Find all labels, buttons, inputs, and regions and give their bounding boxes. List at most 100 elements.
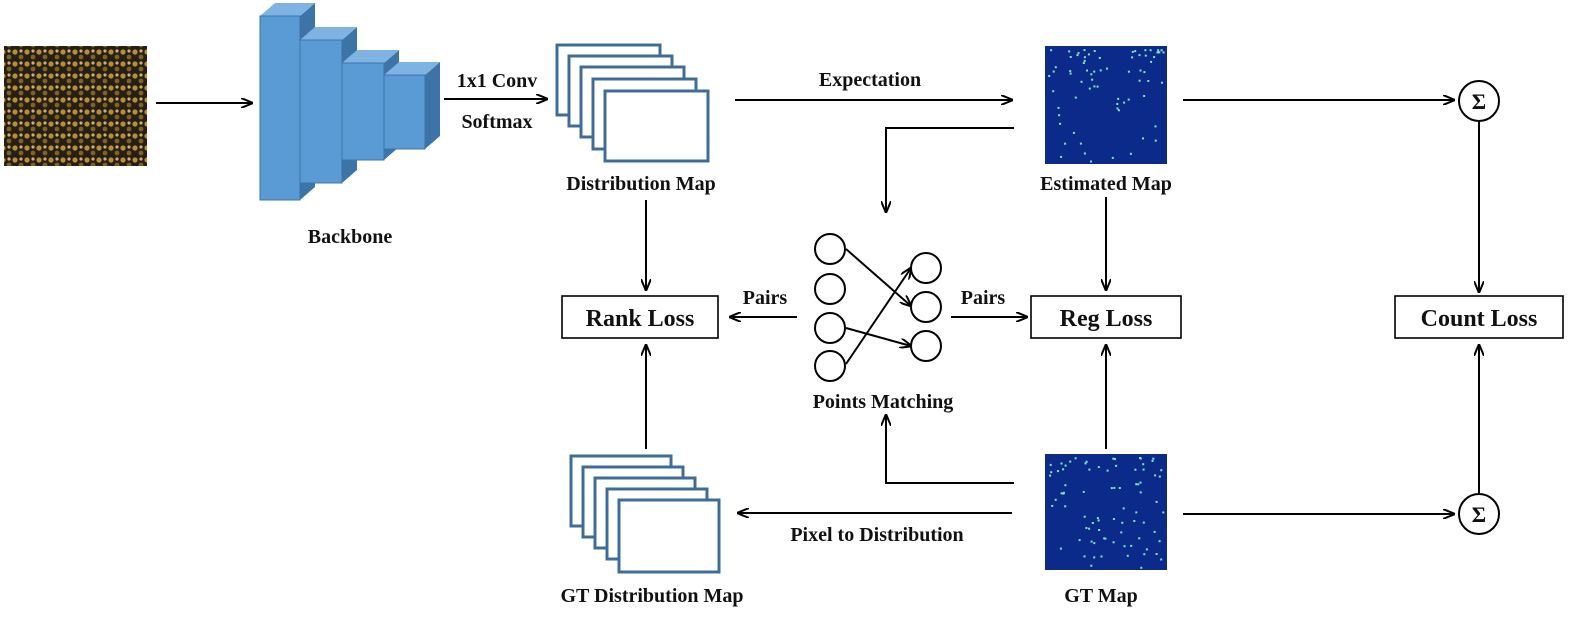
density-dot: [1155, 553, 1158, 555]
density-dot: [1097, 466, 1100, 469]
density-dot: [1074, 96, 1077, 99]
density-dot: [1064, 464, 1067, 467]
density-dot: [1118, 487, 1121, 489]
conv-label: 1x1 Conv: [457, 70, 538, 92]
density-dot: [1135, 483, 1138, 486]
density-dot: [1076, 54, 1079, 57]
density-dot: [1058, 114, 1061, 117]
density-dot: [1135, 511, 1138, 514]
density-dot: [1050, 49, 1053, 52]
density-dot: [1154, 139, 1157, 142]
density-dot: [1099, 69, 1102, 72]
density-dot: [1139, 491, 1142, 494]
density-dot: [1127, 98, 1130, 101]
density-dot: [1050, 471, 1053, 474]
density-dot: [1160, 558, 1163, 561]
density-dot: [1126, 554, 1129, 557]
density-dot: [1140, 566, 1143, 569]
density-dot: [1083, 515, 1086, 518]
density-dot: [1113, 486, 1116, 489]
density-dot: [1049, 463, 1052, 466]
points-matching-graph: [814, 233, 942, 382]
density-dot: [1114, 458, 1116, 461]
density-dot: [1153, 56, 1156, 59]
density-dot: [1154, 125, 1157, 128]
density-dot: [1069, 460, 1072, 463]
density-dot: [1110, 487, 1113, 490]
density-dot: [1093, 50, 1096, 52]
density-dot: [1160, 49, 1163, 52]
density-dot: [1143, 95, 1146, 97]
density-dot: [1084, 462, 1087, 465]
density-dot: [1104, 537, 1107, 540]
density-dot: [1103, 537, 1106, 540]
density-dot: [1082, 490, 1085, 493]
density-dot: [1051, 504, 1054, 507]
density-dot: [1090, 540, 1093, 543]
density-dot: [1078, 539, 1081, 542]
density-dot: [1097, 519, 1100, 522]
density-dot: [1064, 484, 1067, 487]
density-dot: [1152, 457, 1155, 460]
reg-loss-label: Reg Loss: [1060, 306, 1153, 332]
density-dot: [1158, 475, 1161, 478]
density-dot: [1057, 106, 1060, 109]
density-dot: [1086, 69, 1088, 72]
density-dot: [1068, 50, 1071, 53]
density-dot: [1083, 555, 1086, 558]
density-dot: [1060, 492, 1063, 495]
density-dot: [1060, 462, 1063, 465]
arrow-estimated-to-matching: [886, 127, 1014, 212]
density-dot: [1147, 80, 1150, 82]
density-dot: [1093, 70, 1096, 73]
density-dot: [1142, 137, 1144, 140]
expectation-label: Expectation: [819, 69, 921, 91]
density-dot: [1069, 56, 1072, 58]
distribution-map-stack: [555, 43, 710, 163]
density-dot: [1123, 101, 1126, 104]
density-dot: [1111, 156, 1114, 159]
density-dot: [1098, 56, 1101, 59]
count-loss-label: Count Loss: [1421, 306, 1538, 332]
density-dot: [1052, 70, 1055, 73]
density-dot: [1098, 529, 1101, 531]
softmax-label: Softmax: [461, 111, 532, 133]
density-dot: [1106, 469, 1109, 472]
density-dot: [1116, 103, 1119, 105]
density-dot: [1149, 49, 1152, 52]
density-dot: [1161, 81, 1163, 84]
density-dot: [1052, 90, 1055, 93]
density-dot: [1117, 109, 1120, 112]
density-dot: [1131, 50, 1134, 53]
density-dot: [1155, 500, 1158, 503]
density-dot: [1062, 492, 1065, 495]
density-dot: [1160, 469, 1163, 472]
density-dot: [1059, 547, 1062, 550]
gt-distribution-map-stack: [569, 454, 721, 574]
density-dot: [1106, 67, 1108, 70]
sum-symbol-bottom: Σ: [1472, 502, 1486, 527]
density-dot: [1112, 457, 1115, 460]
backbone-label: Backbone: [308, 226, 393, 248]
density-dot: [1134, 50, 1137, 53]
density-dot: [1064, 505, 1067, 508]
density-dot: [1154, 474, 1157, 477]
rank-loss-box: [561, 295, 719, 339]
gt-distribution-map-label: GT Distribution Map: [561, 585, 744, 607]
density-dot: [1072, 131, 1075, 134]
density-dot: [1116, 107, 1119, 110]
density-dot: [1049, 474, 1052, 477]
density-dot: [1090, 73, 1093, 76]
density-dot: [1139, 457, 1141, 459]
density-dot: [1142, 468, 1145, 471]
density-dot: [1093, 556, 1096, 559]
density-dot: [1091, 522, 1094, 524]
density-dot: [1153, 530, 1156, 533]
density-dot: [1151, 459, 1154, 462]
density-dot: [1131, 56, 1134, 59]
density-dot: [1060, 155, 1063, 158]
pairs-right-label: Pairs: [961, 287, 1006, 309]
density-dot: [1100, 555, 1103, 558]
